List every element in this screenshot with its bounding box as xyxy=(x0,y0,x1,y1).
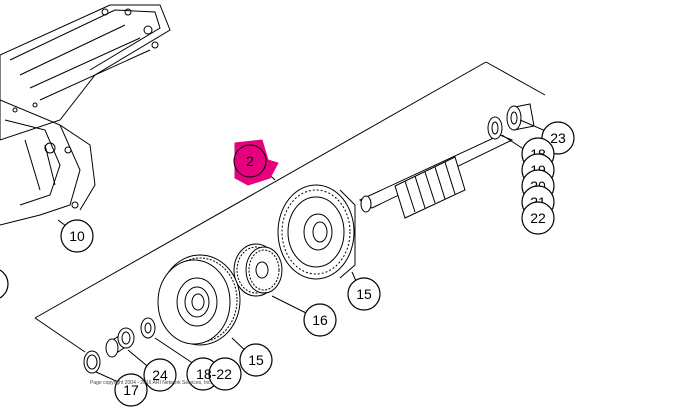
shaft-washers[interactable] xyxy=(487,103,535,140)
callout-label-17: 17 xyxy=(123,382,139,398)
callout-10[interactable]: 10 xyxy=(60,219,94,253)
callout-label-18-22: 18-22 xyxy=(196,366,232,382)
exploded-view-frame xyxy=(34,61,546,353)
bushing[interactable] xyxy=(105,327,135,358)
callout-label-24: 24 xyxy=(152,367,168,383)
snap-ring[interactable] xyxy=(83,350,101,374)
callout-18-22[interactable]: 18-22 xyxy=(186,357,242,391)
callout-label-23: 23 xyxy=(550,130,566,146)
large-gear[interactable] xyxy=(157,254,241,346)
output-shaft[interactable] xyxy=(358,134,514,219)
callout-16[interactable]: 16 xyxy=(303,303,337,337)
callout-partial-left xyxy=(0,269,9,299)
callout-label-2: 2 xyxy=(246,153,254,169)
callout-2-highlighted[interactable]: 2 xyxy=(233,139,279,186)
transmission-housing[interactable] xyxy=(0,4,171,226)
callout-stack-18-22[interactable]: 18 19 20 21 22 xyxy=(521,137,555,235)
callout-label-10: 10 xyxy=(69,228,85,244)
callout-24[interactable]: 24 xyxy=(143,358,177,392)
callout-17[interactable]: 17 xyxy=(114,373,148,407)
callout-label-15-lower: 15 xyxy=(248,352,264,368)
copyright-text: Page copyright 2004 - 2016 ARI Network S… xyxy=(90,380,212,386)
spur-gear[interactable] xyxy=(233,243,283,297)
callout-label-16: 16 xyxy=(312,312,328,328)
callout-15-upper[interactable]: 15 xyxy=(347,277,381,311)
callout-label-15-upper: 15 xyxy=(356,286,372,302)
callout-15-lower[interactable]: 15 xyxy=(239,343,273,377)
thrust-washer[interactable] xyxy=(140,317,156,339)
callout-label-22: 22 xyxy=(530,210,546,226)
bevel-gear[interactable] xyxy=(277,184,356,280)
